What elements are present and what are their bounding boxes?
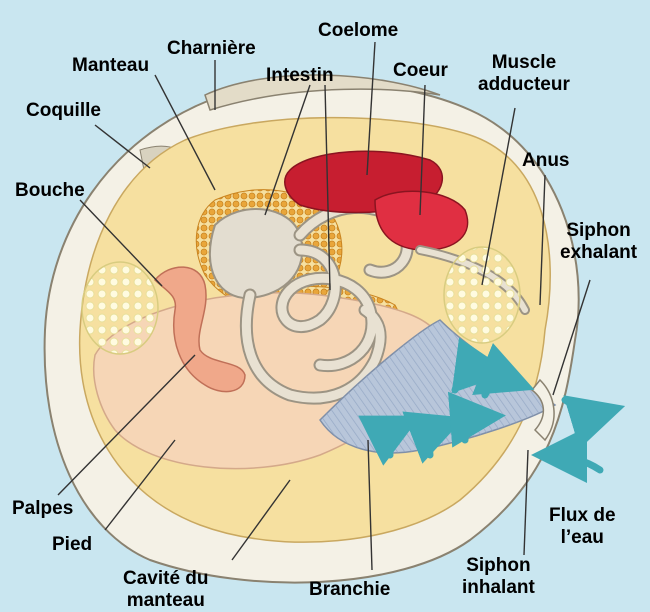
label-palpes: Palpes (12, 498, 73, 520)
label-manteau: Manteau (72, 55, 149, 77)
label-charniere: Charnière (167, 38, 256, 60)
label-intestin: Intestin (266, 65, 334, 87)
label-branchie: Branchie (309, 579, 390, 601)
label-anus: Anus (522, 150, 570, 172)
posterior-adductor (444, 247, 520, 343)
label-coelome: Coelome (318, 20, 398, 42)
label-pied: Pied (52, 534, 92, 556)
label-coquille: Coquille (26, 100, 101, 122)
anterior-adductor (82, 262, 158, 354)
label-coeur: Coeur (393, 60, 448, 82)
label-bouche: Bouche (15, 180, 85, 202)
